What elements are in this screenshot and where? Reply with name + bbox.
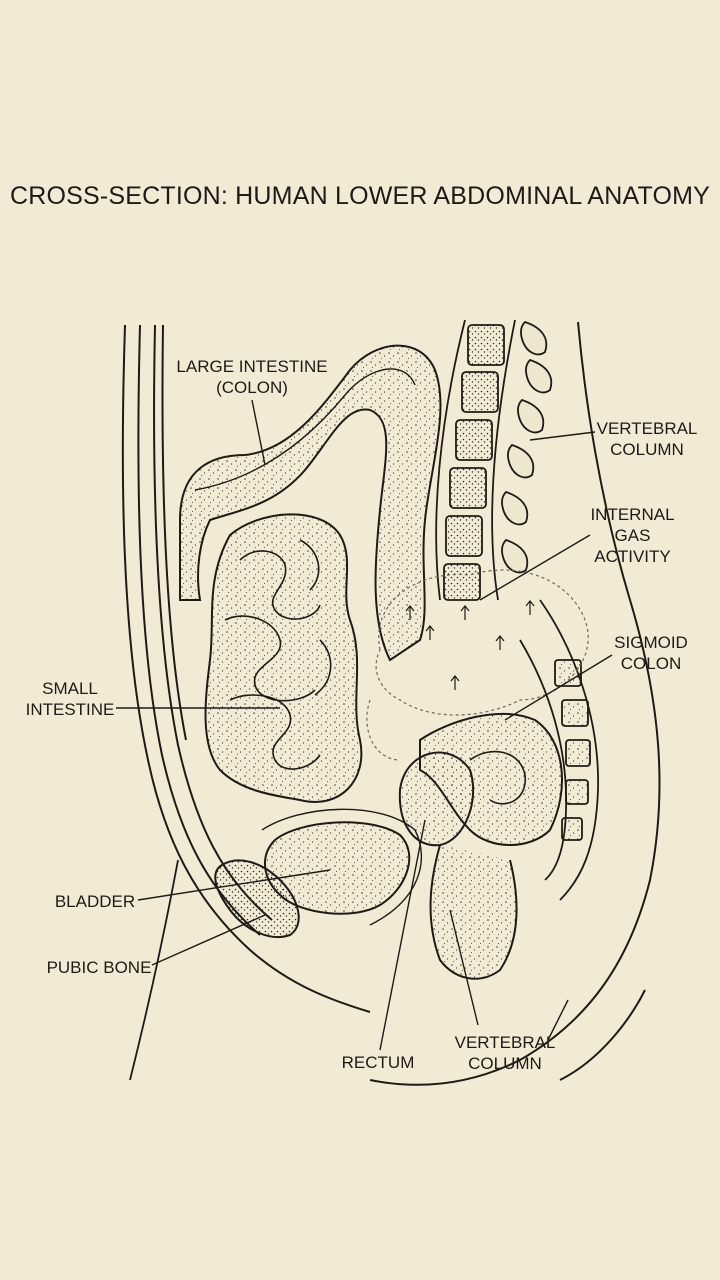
label-bladder: BLADDER: [50, 891, 140, 912]
label-small-intestine: SMALL INTESTINE: [22, 678, 118, 720]
label-rectum-line1: RECTUM: [341, 1053, 415, 1072]
back-wall: [369, 321, 661, 1086]
label-vertebral-lower-line2: COLUMN: [468, 1054, 542, 1073]
label-internal-gas-line1: INTERNAL: [590, 505, 675, 524]
leader-lines: [116, 399, 613, 1051]
label-small-intestine-line2: INTESTINE: [25, 700, 115, 719]
large-intestine-shape: [179, 344, 442, 662]
label-vertebral-upper-line2: COLUMN: [610, 440, 684, 459]
label-large-intestine-line2: (COLON): [216, 378, 288, 397]
label-large-intestine: LARGE INTESTINE (COLON): [172, 356, 332, 398]
label-sigmoid-line2: COLON: [620, 654, 682, 673]
vertebral-column-upper: [435, 319, 553, 601]
abdominal-wall: [121, 324, 371, 1081]
label-bladder-line1: BLADDER: [54, 892, 136, 911]
label-sigmoid-line1: SIGMOID: [614, 633, 688, 652]
label-pubic-bone: PUBIC BONE: [44, 957, 154, 978]
label-vertebral-lower-line1: VERTEBRAL: [454, 1033, 556, 1052]
sacrum: [519, 599, 599, 901]
rectum-shape: [398, 751, 518, 980]
pubic-bone-shape: [214, 859, 300, 938]
label-internal-gas-line3: ACTIVITY: [594, 547, 671, 566]
label-vertebral-column-upper: VERTEBRAL COLUMN: [592, 418, 702, 460]
label-internal-gas-activity: INTERNAL GAS ACTIVITY: [585, 504, 680, 567]
gas-activity: [366, 569, 589, 761]
small-intestine-shape: [204, 513, 363, 803]
label-pubic-bone-line1: PUBIC BONE: [46, 958, 152, 977]
label-small-intestine-line1: SMALL: [42, 679, 98, 698]
label-sigmoid-colon: SIGMOID COLON: [610, 632, 692, 674]
label-vertebral-upper-line1: VERTEBRAL: [596, 419, 698, 438]
label-rectum: RECTUM: [336, 1052, 420, 1073]
diagram-title: CROSS-SECTION: HUMAN LOWER ABDOMINAL ANA…: [9, 182, 711, 210]
label-large-intestine-line1: LARGE INTESTINE: [176, 357, 328, 376]
label-vertebral-column-lower: VERTEBRAL COLUMN: [450, 1032, 560, 1074]
label-internal-gas-line2: GAS: [614, 526, 651, 545]
